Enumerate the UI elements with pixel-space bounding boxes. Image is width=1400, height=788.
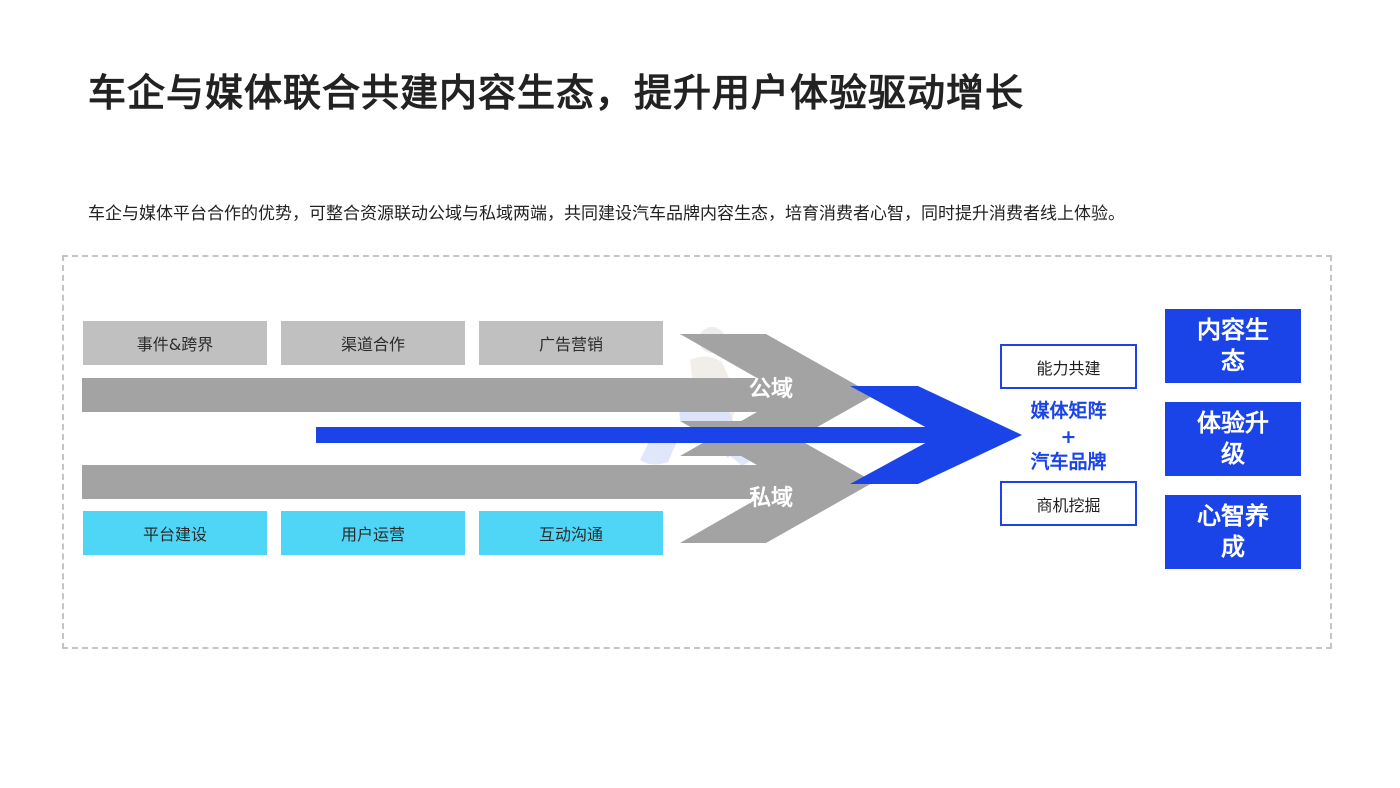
public-tag-2: 渠道合作 — [281, 321, 465, 365]
result-mindset-building: 心智养成 — [1165, 495, 1301, 569]
center-brand: 汽车品牌 — [1030, 451, 1107, 473]
result-experience-upgrade: 体验升级 — [1165, 402, 1301, 476]
public-label: 公域 — [749, 377, 794, 402]
page-title: 车企与媒体联合共建内容生态，提升用户体验驱动增长 — [88, 71, 1025, 115]
center-plus: + — [1060, 426, 1077, 448]
private-label: 私域 — [749, 486, 794, 511]
center-media: 媒体矩阵 — [1030, 400, 1107, 422]
private-tag-3: 互动沟通 — [479, 511, 663, 555]
result-content-ecology: 内容生态 — [1165, 309, 1301, 383]
private-tag-1: 平台建设 — [83, 511, 267, 555]
public-arrow — [82, 334, 874, 456]
opportunity-box: 商机挖掘 — [1000, 481, 1137, 526]
public-tag-1: 事件&跨界 — [83, 321, 267, 365]
capability-box: 能力共建 — [1000, 344, 1137, 389]
private-arrow — [82, 421, 874, 543]
page-subtitle: 车企与媒体平台合作的优势，可整合资源联动公域与私域两端，共同建设汽车品牌内容生态… — [88, 204, 1125, 224]
diagram-frame — [62, 255, 1332, 649]
blue-arrow-head — [850, 386, 1022, 484]
blue-center-line — [316, 427, 956, 443]
private-tag-2: 用户运营 — [281, 511, 465, 555]
public-tag-3: 广告营销 — [479, 321, 663, 365]
